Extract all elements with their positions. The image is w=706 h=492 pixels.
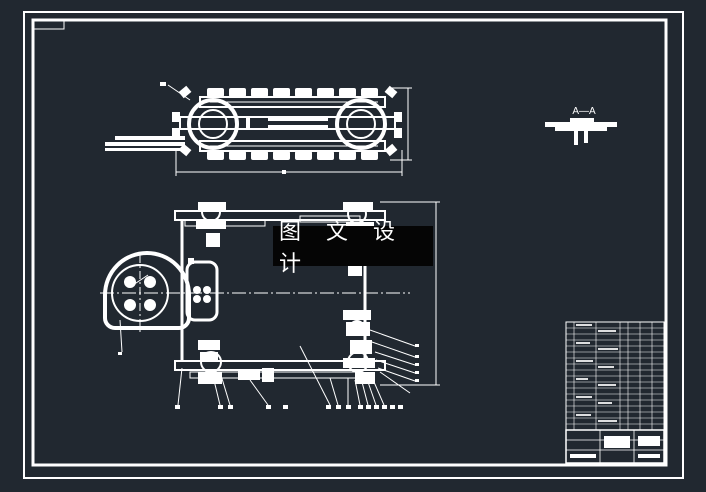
top-view-track-assembly	[105, 82, 412, 176]
section-a-a-view	[545, 118, 617, 145]
bottom-chain-links	[207, 151, 378, 160]
left-sprocket	[187, 98, 239, 150]
inner-drawing-frame	[31, 18, 668, 467]
top-chain-links	[207, 88, 378, 97]
watermark-stamp: 图 文 设 计	[273, 220, 433, 277]
corner-label-box	[33, 20, 65, 30]
outer-sheet-border	[23, 11, 684, 479]
right-sprocket	[335, 98, 387, 150]
parts-list-title-block	[565, 321, 665, 464]
section-a-a-label: A—A	[572, 106, 596, 117]
